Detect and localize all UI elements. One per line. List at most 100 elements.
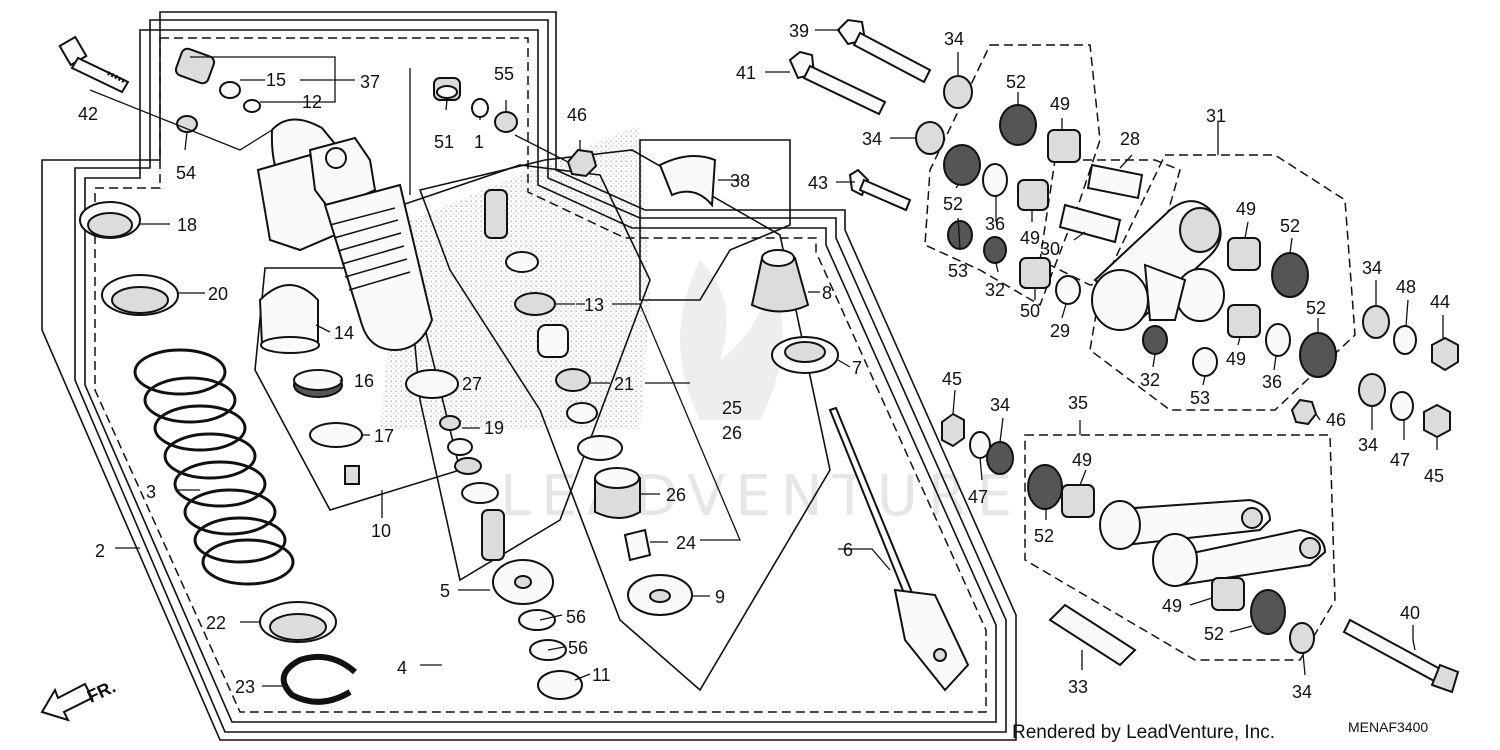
callout-52c: 52 [1280, 216, 1300, 236]
part-9-plate [627, 574, 693, 616]
part-20-adjuster-nut [101, 274, 179, 316]
callout-14: 14 [334, 323, 354, 343]
callout-38: 38 [730, 171, 750, 191]
part-51-bushing [433, 77, 461, 101]
callout-49e: 49 [1072, 450, 1092, 470]
part-41-bolt [788, 50, 887, 116]
part-18-locknut [79, 201, 141, 239]
callout-34e: 34 [990, 395, 1010, 415]
callout-12: 12 [302, 92, 322, 112]
callout-33: 33 [1068, 677, 1088, 697]
callout-35: 35 [1068, 393, 1088, 413]
part-46-nut-left [566, 148, 598, 178]
part-8-rubber [750, 249, 810, 313]
part-22-spring-seat [259, 601, 337, 643]
part-43-bolt [848, 168, 912, 212]
part-36-washer-right [1265, 323, 1291, 357]
part-23-stopper-ring [280, 654, 357, 705]
part-6-rod [828, 406, 970, 692]
callout-20: 20 [208, 284, 228, 304]
part-30-collar [1058, 203, 1122, 244]
callout-31: 31 [1206, 106, 1226, 126]
callout-56b: 56 [568, 638, 588, 658]
part-39-bolt [836, 18, 932, 84]
callout-3: 3 [146, 482, 156, 502]
callout-46b: 46 [1326, 410, 1346, 430]
part-48-washer [1393, 325, 1417, 355]
part-45-nut-right [1423, 403, 1451, 439]
callout-22: 22 [206, 613, 226, 633]
part-52-seal-top [999, 104, 1037, 146]
part-49-bearing-right-b [1227, 304, 1261, 338]
part-5-piston-assy [492, 559, 554, 605]
part-49-bearing-right-a [1227, 237, 1261, 271]
part-36-washer-left [982, 163, 1008, 197]
callout-43: 43 [808, 173, 828, 193]
part-7-cap [771, 336, 839, 374]
part-34-washer-far-right-a [1362, 305, 1390, 339]
part-53-seal-right [1192, 347, 1218, 377]
callout-26b: 26 [666, 485, 686, 505]
part-54-washer [176, 115, 198, 133]
callout-52d: 52 [1306, 298, 1326, 318]
callout-42: 42 [78, 104, 98, 124]
callout-24: 24 [676, 533, 696, 553]
part-49-bearing-mid [1017, 179, 1049, 211]
part-shock-body [256, 118, 434, 352]
callout-27: 27 [462, 374, 482, 394]
callout-49a: 49 [1050, 94, 1070, 114]
part-38-label [658, 155, 717, 208]
part-16-cap [293, 369, 343, 398]
part-45-nut-left [941, 412, 965, 448]
callout-13: 13 [584, 295, 604, 315]
callout-26a: 26 [722, 423, 742, 443]
part-47-washer-right [1390, 391, 1414, 421]
callout-25: 25 [722, 398, 742, 418]
footer: Rendered by LeadVenture, Inc. MENAF3400 [1012, 719, 1428, 743]
callout-50: 50 [1020, 301, 1040, 321]
callout-2: 2 [95, 541, 105, 561]
callout-47a: 47 [968, 487, 988, 507]
callout-10: 10 [371, 521, 391, 541]
callout-39: 39 [789, 21, 809, 41]
callout-51: 51 [434, 132, 454, 152]
callout-53a: 53 [948, 261, 968, 281]
callout-36b: 36 [1262, 372, 1282, 392]
callout-44: 44 [1430, 292, 1450, 312]
part-3-spring [133, 348, 295, 586]
callout-41: 41 [736, 63, 756, 83]
callout-34a: 34 [944, 29, 964, 49]
part-31-shock-link [1091, 200, 1225, 331]
part-52-seal-left [943, 144, 981, 186]
callout-49b: 49 [1020, 228, 1040, 248]
part-49-bearing-lower [1211, 577, 1245, 611]
part-52-seal-right-a [1271, 252, 1309, 298]
part-33-collar [1048, 603, 1137, 667]
callout-21: 21 [614, 374, 634, 394]
part-29-collar [1055, 275, 1081, 305]
callout-49f: 49 [1162, 596, 1182, 616]
part-1-clip [471, 98, 489, 118]
callout-6: 6 [843, 540, 853, 560]
part-32-collar-left [983, 236, 1007, 264]
part-32-collar-right [1142, 325, 1168, 355]
part-17-o-ring [309, 422, 363, 448]
callout-54: 54 [176, 163, 196, 183]
part-46-nut-right [1290, 398, 1318, 426]
callout-5: 5 [440, 581, 450, 601]
callout-49c: 49 [1236, 199, 1256, 219]
part-26-piston [594, 467, 641, 519]
callout-19: 19 [484, 418, 504, 438]
part-34-washer-far-right-b [1358, 373, 1386, 407]
part-34-washer-mid [915, 121, 945, 155]
callout-34f: 34 [1292, 682, 1312, 702]
callout-48: 48 [1396, 277, 1416, 297]
part-34-washer-left [986, 441, 1014, 475]
part-40-bolt [1342, 618, 1460, 694]
part-49-bearing-top [1047, 129, 1081, 163]
part-28-collar [1086, 163, 1144, 200]
callout-52a: 52 [1006, 72, 1026, 92]
callout-23: 23 [235, 677, 255, 697]
part-52-seal-lower [1250, 589, 1286, 635]
callout-17: 17 [374, 426, 394, 446]
